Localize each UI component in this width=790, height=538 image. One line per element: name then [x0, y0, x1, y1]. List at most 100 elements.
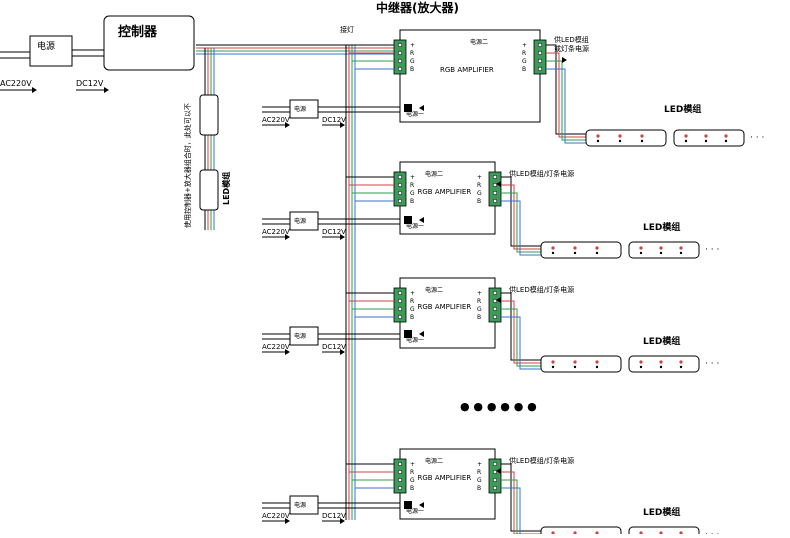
led-dot — [704, 139, 708, 143]
led-dot — [684, 134, 688, 138]
output-pin-label: B — [477, 198, 481, 205]
led-dot — [573, 246, 577, 250]
led-dot — [595, 251, 599, 255]
ac-input-label: AC220V — [0, 79, 32, 88]
output-wire — [501, 308, 541, 367]
terminal-screw — [397, 306, 403, 312]
led-dot — [573, 360, 577, 364]
input-pin-label: G — [410, 190, 415, 197]
output-pin-label: B — [477, 314, 481, 321]
continuation-dots: · · · — [705, 530, 719, 534]
dc-arrow — [104, 87, 109, 93]
power-in-2-label: 电源二 — [425, 286, 443, 294]
terminal-screw — [397, 314, 403, 320]
output-pin-label: G — [522, 58, 527, 65]
output-label: 供LED模组/灯条电源 — [509, 285, 574, 294]
input-plus-label: + — [410, 42, 415, 49]
output-pin-label: R — [477, 469, 481, 476]
input-pin-label: G — [410, 477, 415, 484]
terminal-screw — [492, 182, 498, 188]
local-ac-label: AC220V — [262, 343, 290, 351]
output-pin-label: B — [522, 66, 526, 73]
output-wire — [501, 471, 541, 535]
led-dot — [596, 134, 600, 138]
input-terminal-block — [393, 458, 407, 494]
input-pin-label: B — [410, 198, 414, 205]
power-input-terminal — [404, 104, 412, 112]
input-plus-label: + — [410, 461, 415, 468]
amplifier-label: RGB AMPLIFIER — [418, 474, 472, 482]
dc-output-label: DC12V — [76, 79, 104, 88]
output-wire — [501, 487, 521, 538]
terminal-screw — [537, 42, 543, 48]
power-in-1-label: 电源一 — [406, 507, 424, 515]
output-pin-label: R — [522, 50, 526, 57]
ac-arrow — [32, 87, 37, 93]
led-dot — [679, 246, 683, 250]
input-terminal-block — [393, 287, 407, 323]
terminal-screw — [397, 42, 403, 48]
terminal-screw — [537, 50, 543, 56]
local-dc-arrow — [340, 234, 345, 240]
terminal-screw — [397, 174, 403, 180]
output-wire — [501, 292, 541, 361]
local-ac-arrow — [285, 518, 290, 524]
led-dot — [618, 134, 622, 138]
power-input-arrow — [419, 105, 424, 111]
local-ac-label: AC220V — [262, 512, 290, 520]
controller-box — [103, 15, 195, 71]
terminal-screw — [397, 50, 403, 56]
led-dot — [596, 139, 600, 143]
output-pin-label: R — [477, 182, 481, 189]
output-terminal-block — [488, 287, 502, 323]
local-power-label: 电源 — [294, 105, 306, 113]
terminal-screw — [397, 182, 403, 188]
local-dc-label: DC12V — [322, 228, 346, 236]
led-dot — [551, 246, 555, 250]
output-pin-label: R — [477, 298, 481, 305]
led-module — [628, 355, 700, 373]
terminal-screw — [397, 298, 403, 304]
output-plus-label: + — [522, 42, 527, 49]
output-pin-label: G — [477, 306, 482, 313]
power-input-arrow — [419, 217, 424, 223]
terminal-screw — [492, 198, 498, 204]
led-dot — [659, 365, 663, 369]
power-in-2-label: 电源二 — [470, 38, 488, 46]
continuation-dots: · · · — [750, 133, 764, 143]
power-in-2-label: 电源二 — [425, 457, 443, 465]
output-wire — [501, 316, 541, 370]
led-dot — [639, 246, 643, 250]
output-arrow — [562, 57, 567, 63]
led-dot — [659, 246, 663, 250]
led-dot — [551, 360, 555, 364]
terminal-screw — [397, 469, 403, 475]
output-arrow — [496, 181, 501, 187]
led-module — [585, 129, 667, 147]
omitted-rows-ellipsis: ● ● ● ● ● ● — [460, 400, 537, 413]
led-group-label: LED模组 — [643, 506, 680, 518]
led-dot — [704, 134, 708, 138]
output-arrow — [496, 297, 501, 303]
output-wire — [501, 463, 541, 532]
local-power-box — [289, 495, 319, 515]
terminal-screw — [397, 190, 403, 196]
power-input-arrow — [419, 502, 424, 508]
output-wire — [546, 44, 586, 135]
diagram-title: 中继器(放大器) — [376, 0, 459, 15]
output-wire — [501, 192, 541, 253]
terminal-screw — [397, 461, 403, 467]
local-dc-label: DC12V — [322, 512, 346, 520]
terminal-screw — [397, 66, 403, 72]
led-group-label: LED模组 — [664, 103, 701, 115]
local-ac-label: AC220V — [262, 116, 290, 124]
output-wire — [501, 300, 541, 364]
terminal-screw — [397, 290, 403, 296]
output-wire — [546, 52, 586, 138]
input-pin-label: G — [410, 306, 415, 313]
led-dot — [724, 139, 728, 143]
controller-label: 控制器 — [118, 24, 158, 40]
input-terminal-block — [393, 39, 407, 75]
led-dot — [724, 134, 728, 138]
led-dot — [684, 139, 688, 143]
